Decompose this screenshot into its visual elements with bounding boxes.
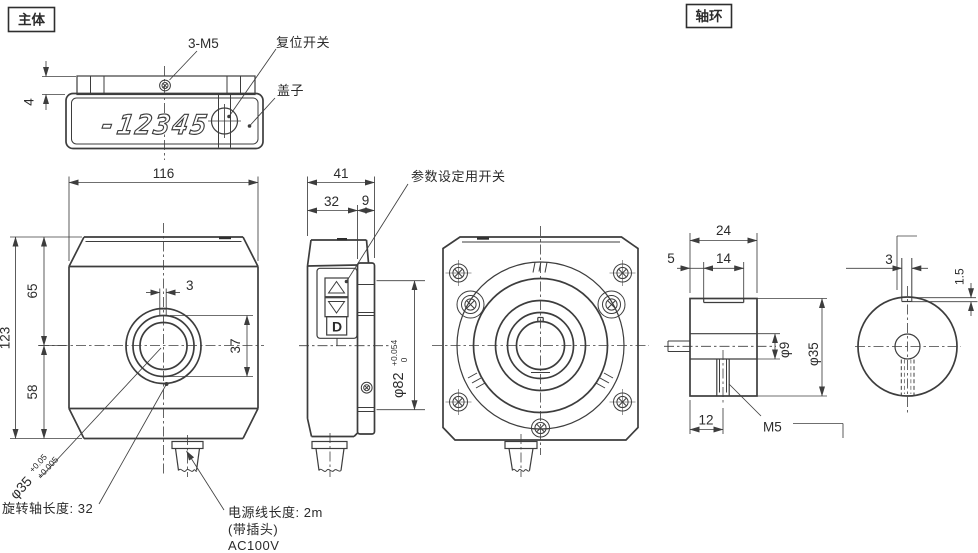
reset-switch [208, 94, 241, 148]
dim-body-depth: 32 [324, 194, 339, 209]
parameter-buttons-panel: D [316, 267, 358, 346]
rear-screw-br [610, 389, 636, 415]
top-screw [159, 79, 171, 92]
collar-side-view: 24 5 14 φ9 φ35 12 M5 [664, 223, 844, 438]
side-power-cord [311, 433, 348, 477]
note-power-cord-1: 电源线长度: 2m [228, 505, 323, 520]
dim-spigot-dia: φ82 +0.054 0 [384, 335, 409, 398]
section-label-main-body: 主体 [7, 6, 56, 33]
side-view: D 参数设定用开关 41 32 9 φ82 +0.054 0 [299, 166, 506, 477]
dim-collar-bore: φ9 [777, 342, 792, 358]
note-shaft-length: 旋转轴长度: 32 [2, 501, 93, 516]
collar-end-view: 3 1.5 [846, 235, 978, 414]
section-label-collar: 轴环 [685, 3, 733, 29]
callout-reset-switch: 复位开关 [276, 35, 330, 50]
down-triangle-icon [327, 301, 346, 314]
top-view: -12345 4 3-M5 复位开关 盖子 [22, 35, 330, 160]
button-up [324, 277, 349, 298]
rear-screw-bl [446, 389, 472, 415]
rear-screw-inner-left [461, 295, 480, 314]
spigot-tol-lower: 0 [399, 357, 409, 362]
dim-panel-height: 4 [22, 98, 37, 106]
rear-power-cord [504, 434, 538, 477]
side-flange-strip [356, 262, 376, 435]
seven-segment-display: -12345 [96, 110, 211, 142]
display-value: -12345 [97, 110, 211, 141]
spigot-dia-value: φ82 [391, 372, 407, 398]
rear-screw-tr [610, 260, 636, 286]
dim-depth: 41 [333, 166, 348, 181]
dim-collar-od: φ35 [806, 342, 821, 366]
rear-view [432, 226, 649, 477]
rear-screw-tl [446, 260, 472, 286]
main-body-label: 主体 [18, 12, 45, 28]
dim-slot-width: 14 [716, 251, 732, 266]
button-d-label: D [332, 319, 342, 335]
rear-screw-inner-right [602, 295, 621, 314]
dim-slot-offset: 5 [667, 251, 675, 266]
callout-m5-thread: M5 [763, 420, 782, 435]
dim-key-width: 3 [885, 252, 893, 267]
side-flange-screw [360, 381, 373, 394]
dim-width: 116 [153, 166, 175, 181]
dim-lower: 58 [25, 384, 40, 399]
collar-label: 轴环 [696, 8, 724, 24]
front-power-cord [171, 435, 204, 477]
spigot-tol-upper: +0.054 [389, 340, 399, 367]
callout-3-m5: 3-M5 [188, 36, 219, 51]
dim-flange-depth: 9 [362, 193, 370, 208]
collar-body [689, 297, 758, 397]
dim-bore: 37 [228, 338, 243, 353]
shaft-dia-value: φ35 [6, 473, 35, 502]
callout-shaft-dia: φ35 +0.05 +0.005 [2, 444, 60, 504]
dim-height: 123 [0, 327, 13, 350]
dim-hole-offset: 12 [698, 413, 713, 428]
note-power-cord-3: AC100V [228, 538, 279, 553]
top-strip [76, 75, 256, 96]
front-view: 3 116 123 65 58 37 φ35 +0.05 +0.005 [0, 166, 323, 553]
dim-upper: 65 [25, 283, 40, 298]
up-triangle-icon [327, 280, 346, 294]
dim-key-depth: 1.5 [953, 268, 967, 285]
callout-param-switch: 参数设定用开关 [411, 169, 506, 184]
callout-cover: 盖子 [277, 83, 304, 98]
dim-collar-length: 24 [716, 223, 732, 238]
note-power-cord-2: (带插头) [228, 522, 278, 537]
button-d [326, 316, 348, 336]
dim-keyway-width: 3 [186, 278, 194, 293]
